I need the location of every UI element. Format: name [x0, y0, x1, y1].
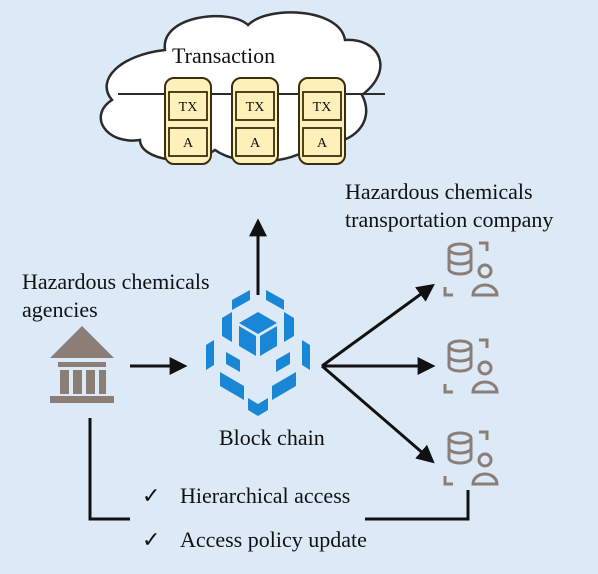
database-user-icon	[443, 338, 499, 394]
block-tx-label: TX	[313, 100, 332, 115]
bank-building-icon	[50, 326, 114, 403]
company-label-line1: Hazardous chemicals	[345, 179, 533, 204]
block-tx-label: TX	[246, 100, 265, 115]
block-a-label: A	[317, 136, 328, 151]
checkmark-icon: ✓	[142, 483, 161, 508]
blockchain-cube-icon	[206, 290, 310, 416]
transaction-block: TX A	[231, 77, 279, 165]
arrow-blockchain-to-company-3	[321, 364, 435, 464]
database-user-icon	[443, 241, 499, 297]
checkmark-icon: ✓	[142, 527, 161, 552]
cloud-title: Transaction	[172, 43, 276, 68]
policy-connector	[88, 418, 130, 521]
arrow-blockchain-to-company-1	[321, 283, 435, 368]
block-tx-label: TX	[179, 100, 198, 115]
checklist-item-text: Access policy update	[179, 527, 367, 552]
checklist-item: ✓ Access policy update	[142, 528, 367, 552]
agencies-label-line2: agencies	[22, 297, 98, 322]
transaction-block: TX A	[298, 77, 346, 165]
block-a-label: A	[250, 136, 261, 151]
checklist-item-text: Hierarchical access	[179, 483, 351, 508]
database-user-icon	[443, 430, 499, 486]
agencies-label-line1: Hazardous chemicals	[22, 269, 210, 294]
block-a-label: A	[183, 136, 194, 151]
company-label-line2: transportation company	[345, 207, 554, 232]
blockchain-label: Block chain	[219, 425, 325, 450]
policy-connector	[365, 490, 470, 521]
transaction-block: TX A	[164, 77, 212, 165]
checklist-item: ✓ Hierarchical access	[142, 484, 350, 508]
